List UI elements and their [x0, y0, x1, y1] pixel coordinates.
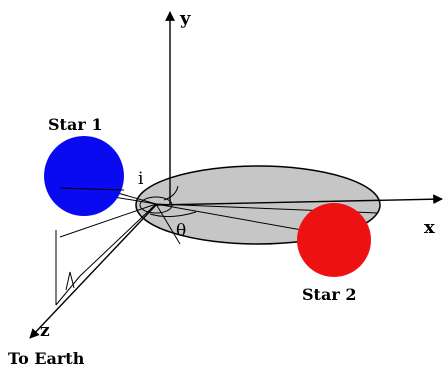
x-axis-label: x — [424, 217, 435, 238]
star-1 — [44, 136, 124, 216]
axes — [29, 11, 443, 339]
star-1-lines — [59, 187, 125, 191]
x-axis — [155, 194, 443, 206]
star-1-label: Star 1 — [48, 115, 102, 134]
to-earth-label: To Earth — [8, 349, 85, 368]
inclination-angle-label: i — [138, 169, 144, 189]
star-2-label: Star 2 — [302, 285, 356, 304]
y-axis-label: y — [179, 8, 191, 29]
theta-angle-label: θ — [176, 221, 186, 241]
z-axis-label: z — [40, 321, 50, 341]
z-axis — [29, 204, 157, 339]
star-2 — [297, 203, 371, 277]
